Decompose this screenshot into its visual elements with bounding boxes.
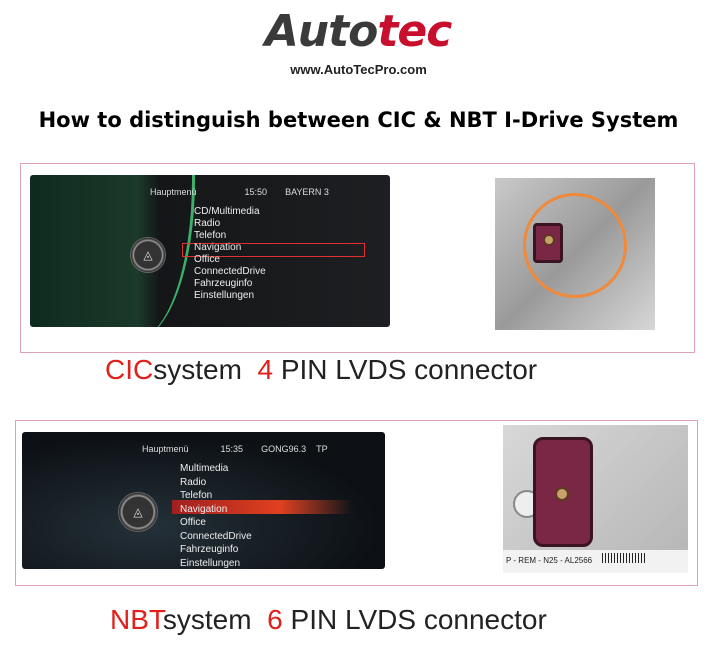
connector-pin: [555, 487, 569, 501]
part-label: P - REM - N25 - AL2566: [503, 550, 688, 573]
menu-item[interactable]: Fahrzeuginfo: [180, 544, 239, 555]
part-number: P - REM - N25 - AL2566: [506, 556, 593, 565]
menu-item-selected[interactable]: Navigation: [194, 242, 242, 253]
menu-item-selected[interactable]: Navigation: [180, 503, 228, 515]
cic-header: Hauptmenü 15:50 BAYERN 3: [150, 187, 329, 197]
system-label: system: [153, 354, 242, 385]
header-label: Hauptmenü: [150, 187, 197, 197]
nbt-header: Hauptmenü 15:35 GONG96.3 TP: [142, 444, 328, 454]
menu-item[interactable]: Telefon: [180, 490, 213, 501]
connector-label: PIN LVDS connector: [280, 354, 538, 385]
website-url: www.AutoTecPro.com: [290, 62, 427, 77]
cic-menu: CD/Multimedia Radio Telefon Navigation O…: [194, 206, 266, 302]
cic-screen-image: Hauptmenü 15:50 BAYERN 3 CD/Multimedia Rad…: [30, 175, 390, 327]
menu-item[interactable]: Multimedia: [180, 463, 229, 474]
system-name: NBT: [110, 604, 163, 635]
navigation-knob-icon: ◬: [130, 237, 166, 273]
highlight-circle: [523, 193, 627, 298]
selection-highlight: [172, 500, 352, 514]
nbt-connector-photo: P - REM - N25 - AL2566: [503, 425, 688, 573]
6-pin-connector: [533, 437, 593, 547]
menu-item[interactable]: ConnectedDrive: [194, 266, 266, 277]
menu-item[interactable]: Office: [194, 254, 220, 265]
cic-section: [20, 163, 695, 353]
menu-item[interactable]: Office: [180, 517, 206, 528]
station: GONG96.3: [261, 444, 307, 454]
clock: 15:50: [244, 187, 268, 197]
autotec-logo: Autotec: [248, 8, 468, 56]
system-name: CIC: [105, 354, 154, 385]
page-title: How to distinguish between CIC & NBT I-D…: [38, 108, 679, 132]
nbt-caption: NBTsystem 6 PIN LVDS connector: [110, 604, 547, 636]
nbt-menu: Multimedia Radio Telefon Navigation Offi…: [180, 462, 252, 569]
clock: 15:35: [220, 444, 244, 454]
menu-item[interactable]: ConnectedDrive: [180, 530, 252, 542]
pin-count: 4: [257, 354, 274, 385]
logo-part1: Auto: [264, 6, 379, 57]
pin-count: 6: [267, 604, 283, 635]
barcode: [602, 553, 648, 563]
menu-item[interactable]: CD/Multimedia: [194, 206, 260, 217]
menu-item[interactable]: Telefon: [194, 230, 227, 241]
tp-indicator: TP: [316, 444, 328, 454]
menu-item[interactable]: Einstellungen: [180, 557, 241, 569]
connector-label: PIN LVDS connector: [290, 604, 547, 635]
menu-item[interactable]: Fahrzeuginfo: [194, 278, 253, 289]
menu-item[interactable]: Radio: [180, 476, 207, 488]
menu-item[interactable]: Einstellungen: [194, 290, 255, 301]
cic-connector-photo: [495, 178, 655, 330]
logo-part2: tec: [377, 6, 452, 57]
nbt-section: [15, 420, 698, 586]
nbt-screen-image: Hauptmenü 15:35 GONG96.3 TP Multimedia Radi…: [22, 432, 385, 569]
system-label: system: [162, 604, 252, 635]
navigation-knob-icon: ◬: [118, 492, 158, 532]
cic-caption: CICsystem 4 PIN LVDS connector: [105, 354, 537, 386]
header-label: Hauptmenü: [142, 444, 189, 454]
station: BAYERN 3: [285, 187, 329, 197]
menu-item[interactable]: Radio: [194, 218, 221, 229]
selection-highlight: [182, 243, 365, 257]
